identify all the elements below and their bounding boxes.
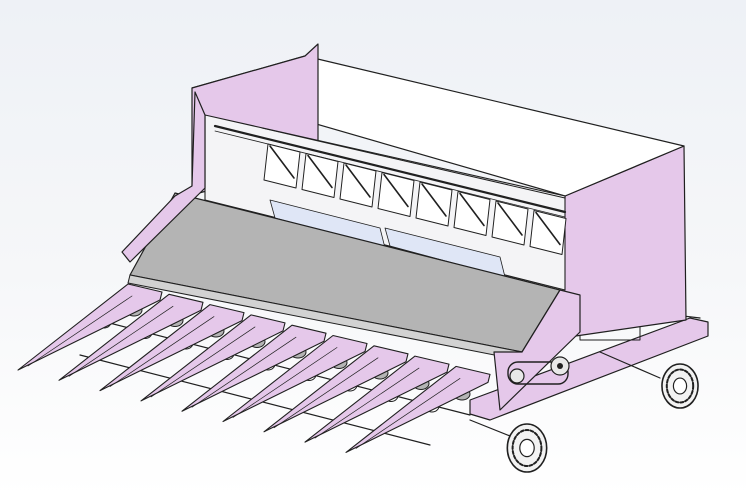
- tine-edge: [150, 326, 256, 398]
- flap-plate: [453, 191, 491, 236]
- tire-tread: [665, 368, 695, 404]
- flap-arm: [345, 164, 371, 198]
- flap-plate: [377, 172, 415, 217]
- tine-edge: [314, 367, 420, 439]
- flap-rail: [213, 124, 567, 214]
- wheel-icon: [506, 423, 548, 473]
- flap-arm: [459, 192, 485, 227]
- flap-arm: [383, 173, 409, 208]
- tine-edge: [68, 305, 174, 377]
- tine-edge: [355, 378, 461, 449]
- chassis-side-rail: [469, 317, 709, 421]
- upper-guide: [261, 127, 566, 199]
- crop-divider-row: [17, 283, 491, 453]
- flap-plate: [491, 200, 529, 246]
- flap-plate: [263, 143, 301, 189]
- tine-edge: [109, 316, 215, 387]
- flap-arm: [497, 202, 523, 236]
- flap-arm: [307, 154, 333, 189]
- tine-edge: [232, 347, 338, 418]
- tine-edge: [273, 357, 379, 429]
- chain-drive-icon: [507, 356, 570, 385]
- axle-beam: [599, 351, 661, 379]
- tine-edge: [191, 336, 297, 408]
- flap-plate: [529, 210, 567, 255]
- flap-plate: [415, 181, 453, 227]
- flap-arm: [535, 211, 561, 246]
- tire-tread: [511, 429, 543, 467]
- sprocket-icon: [509, 368, 525, 384]
- wheel-set: [506, 363, 699, 473]
- flap-plate: [301, 153, 339, 198]
- flap-arm: [269, 145, 295, 179]
- wheel-icon: [661, 363, 699, 409]
- tine-edge: [27, 295, 133, 367]
- wheel-hub: [672, 377, 688, 395]
- flap-row: [213, 124, 567, 255]
- flap-plate: [339, 162, 377, 208]
- left-side-guard: [121, 91, 206, 263]
- inspection-windows: [269, 199, 506, 278]
- flap-arm: [421, 183, 447, 217]
- wheel-hub: [519, 438, 535, 458]
